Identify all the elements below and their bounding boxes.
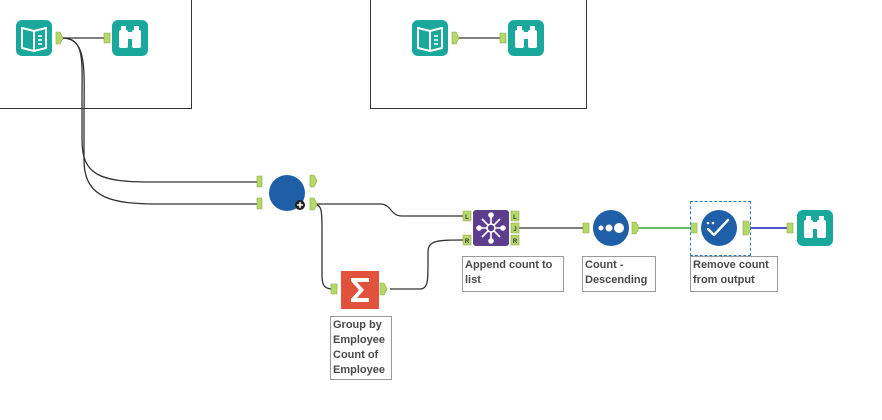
anchor-append-right-input[interactable] bbox=[462, 234, 472, 246]
annotation-line: Append count to bbox=[465, 259, 553, 271]
anchor-label-join-out: J bbox=[513, 227, 516, 233]
annotation-line: Remove count bbox=[693, 259, 769, 271]
sort-icon bbox=[598, 223, 624, 233]
annotation-line: from output bbox=[693, 274, 755, 286]
summarize-tool[interactable] bbox=[341, 271, 379, 309]
annotation-line: Group by bbox=[333, 319, 382, 331]
add-badge-icon bbox=[295, 200, 305, 210]
anchor-summarize-output[interactable] bbox=[379, 282, 388, 296]
annotation-line: Descending bbox=[585, 274, 648, 286]
anchor-select-input[interactable] bbox=[690, 222, 698, 234]
anchor-summarize-input[interactable] bbox=[330, 283, 338, 295]
anchor-join-output-bottom[interactable] bbox=[309, 197, 318, 211]
book-icon bbox=[417, 27, 443, 52]
anchor-sort-output[interactable] bbox=[631, 221, 640, 235]
anchor-join-left-input[interactable] bbox=[256, 175, 263, 188]
anchor-input1-output[interactable] bbox=[55, 31, 64, 45]
anchor-append-left-input[interactable] bbox=[462, 210, 472, 222]
binoculars-icon bbox=[119, 26, 141, 48]
sort-tool[interactable] bbox=[593, 210, 629, 246]
anchor-label-right-out: R bbox=[513, 239, 518, 245]
book-icon bbox=[21, 27, 47, 52]
annotation-line: Employee bbox=[333, 334, 385, 346]
anchor-sort-input[interactable] bbox=[582, 222, 590, 234]
annotation-line: Employee bbox=[333, 364, 385, 376]
connection-join-summarize[interactable] bbox=[313, 203, 334, 290]
anchor-join-right-input[interactable] bbox=[256, 197, 263, 210]
browse-tool-1[interactable] bbox=[112, 20, 148, 56]
checkmark-icon bbox=[706, 218, 730, 237]
annotation-select[interactable]: Remove count from output bbox=[690, 256, 778, 292]
anchor-append-left-output[interactable] bbox=[510, 210, 520, 222]
anchor-append-right-output[interactable] bbox=[510, 234, 520, 246]
connection-input1-join-left[interactable] bbox=[61, 37, 262, 183]
anchor-label-left-out: L bbox=[513, 215, 517, 221]
annotation-line: Count - bbox=[585, 259, 624, 271]
annotation-line: Count of bbox=[333, 349, 379, 361]
anchor-browse3-input[interactable] bbox=[786, 222, 794, 234]
anchor-select-output[interactable] bbox=[742, 220, 752, 236]
annotation-append[interactable]: Append count to list bbox=[462, 256, 564, 292]
annotation-line: list bbox=[465, 274, 481, 286]
annotation-sort[interactable]: Count - Descending bbox=[582, 256, 656, 292]
anchor-input2-output[interactable] bbox=[451, 31, 460, 45]
anchor-browse2-input[interactable] bbox=[499, 32, 507, 44]
browse-tool-3[interactable] bbox=[797, 210, 833, 246]
sigma-icon bbox=[351, 278, 369, 302]
binoculars-icon bbox=[804, 216, 826, 238]
selection-outline bbox=[690, 201, 751, 256]
anchor-browse1-input[interactable] bbox=[103, 32, 111, 44]
anchor-label-right-in: R bbox=[465, 239, 470, 245]
binoculars-icon bbox=[515, 26, 537, 48]
connection-join-append-left[interactable] bbox=[314, 203, 465, 217]
connection-summarize-append-right[interactable] bbox=[390, 239, 466, 290]
tool-container-1[interactable] bbox=[0, 0, 192, 109]
anchor-join-output-top[interactable] bbox=[309, 174, 318, 188]
input-data-tool-2[interactable] bbox=[412, 20, 448, 56]
append-fields-tool[interactable] bbox=[473, 210, 509, 246]
annotation-summarize[interactable]: Group by Employee Count of Employee bbox=[330, 316, 392, 380]
join-tool[interactable] bbox=[269, 175, 305, 211]
anchor-label-left-in: L bbox=[465, 215, 469, 221]
input-data-tool-1[interactable] bbox=[16, 20, 52, 56]
browse-tool-2[interactable] bbox=[508, 20, 544, 56]
connection-input1-join-right[interactable] bbox=[61, 37, 262, 205]
append-fields-icon bbox=[476, 212, 506, 244]
anchor-append-join-output[interactable] bbox=[510, 222, 520, 234]
tool-container-2[interactable] bbox=[370, 0, 587, 109]
select-tool[interactable] bbox=[701, 210, 737, 246]
